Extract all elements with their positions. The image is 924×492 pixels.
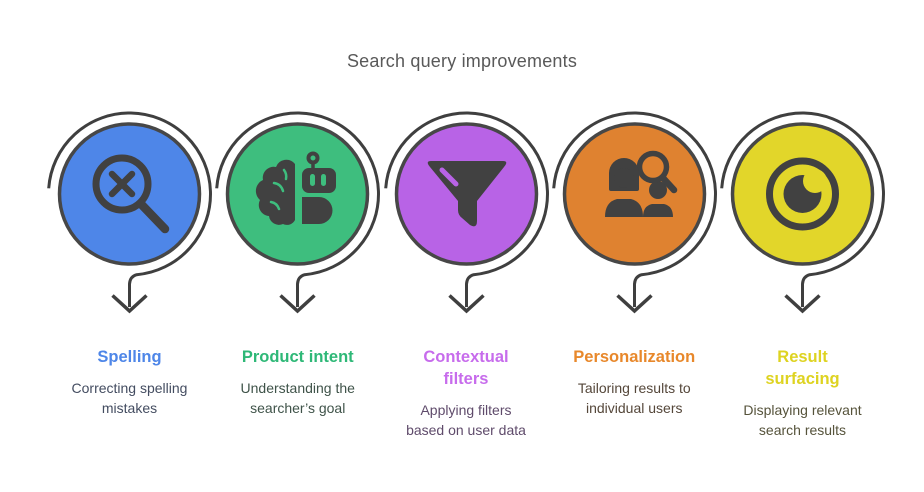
circle-arrow-outline (47, 111, 212, 307)
brain-bot-icon (256, 151, 337, 225)
arrow-down-icon (447, 294, 485, 314)
step-circle (562, 122, 706, 266)
step-column-personalization: Personalization Tailoring results to ind… (551, 110, 718, 440)
step-circle (226, 122, 370, 266)
step-description: Applying filters based on user data (406, 402, 526, 438)
arrow-down-icon (784, 294, 821, 314)
step-graphic (551, 111, 717, 314)
step-label: Spelling (97, 348, 162, 366)
step-graphic (47, 111, 212, 314)
step-column-spelling: Spelling Correcting spelling mistakes (46, 110, 213, 440)
arrow-down-icon (111, 294, 148, 314)
step-graphic (720, 111, 885, 314)
funnel-icon (427, 161, 506, 227)
step-label: Contextual filters (423, 348, 509, 388)
step-graphic (215, 111, 381, 314)
steps-row: Spelling Correcting spelling mistakes Pr… (0, 110, 924, 440)
people-search-icon (604, 150, 677, 217)
arrow-down-icon (279, 294, 316, 314)
step-column-contextual-filters: Contextual filters Applying filters base… (383, 110, 550, 440)
circle-arrow-outline (720, 111, 885, 307)
arrow-down-icon (616, 294, 653, 314)
page-title: Search query improvements (346, 51, 578, 71)
step-description: Tailoring results to individual users (577, 380, 691, 416)
step-description: Displaying relevant search results (743, 402, 862, 438)
step-label: Personalization (573, 348, 696, 366)
step-description: Correcting spelling mistakes (71, 380, 188, 416)
step-column-result-surfacing: Result surfacing Displaying relevant sea… (719, 110, 886, 440)
step-column-product-intent: Product intent Understanding the searche… (214, 110, 381, 440)
step-description: Understanding the searcher’s goal (240, 380, 355, 416)
step-label: Product intent (241, 348, 354, 366)
circle-arrow-outline (551, 111, 717, 307)
circle-arrow-outline (215, 111, 381, 307)
search-x-icon (92, 154, 170, 234)
eye-icon (766, 157, 839, 231)
step-label: Result surfacing (765, 348, 840, 388)
step-graphic (383, 111, 549, 314)
circle-arrow-outline (383, 111, 549, 307)
